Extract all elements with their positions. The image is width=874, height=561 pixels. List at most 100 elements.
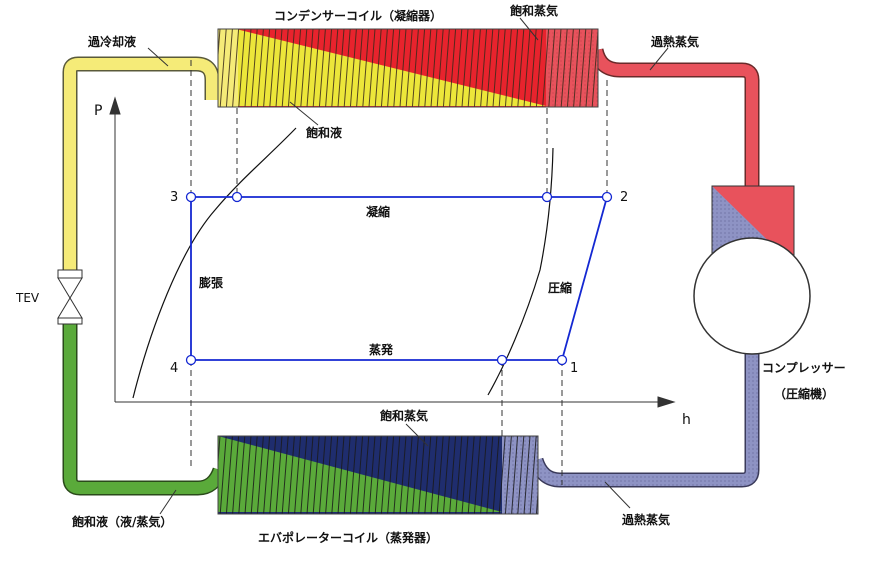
coil-winding (399, 29, 407, 107)
coil-winding (554, 29, 562, 107)
coil-winding (393, 29, 401, 107)
condenser-coil (217, 28, 599, 108)
state-point-sat-vapor (541, 191, 553, 203)
subcooled-liquid-label: 過冷却液 (87, 34, 136, 49)
coil-winding (343, 29, 351, 107)
compressor-sublabel: （圧縮機） (774, 386, 834, 401)
coil-winding (374, 436, 382, 514)
coil-winding (498, 436, 506, 514)
coil-winding (424, 436, 432, 514)
coil-winding (287, 29, 295, 107)
state-point-2 (601, 191, 613, 203)
coil-winding (449, 436, 457, 514)
coil-winding (244, 436, 252, 514)
coil-winding (411, 436, 419, 514)
coil-winding (263, 29, 271, 107)
coil-winding (405, 29, 413, 107)
coil-winding (256, 29, 264, 107)
evaporator-coil (217, 435, 539, 515)
evaporation-label: 蒸発 (369, 342, 394, 357)
coil-winding (405, 436, 413, 514)
state-points (185, 191, 613, 366)
coil-winding (430, 29, 438, 107)
superheated-top-label: 過熱蒸気 (650, 34, 699, 49)
evaporator-coil-label: エバポレーターコイル（蒸発器） (258, 530, 438, 545)
coil-winding (312, 436, 320, 514)
coil-winding (287, 436, 295, 514)
coil-winding (585, 29, 593, 107)
coil-winding (219, 436, 227, 514)
refrigeration-cycle (190, 196, 609, 361)
coil-winding (349, 436, 357, 514)
coil-winding (473, 436, 481, 514)
state-point-sat-liquid (231, 191, 243, 203)
coil-winding (269, 436, 277, 514)
coil-winding (238, 436, 246, 514)
coil-winding (380, 29, 388, 107)
coil-winding (275, 29, 283, 107)
coil-winding (387, 29, 395, 107)
state-point-1 (556, 354, 568, 366)
leader-lines (147, 17, 669, 515)
coil-winding (511, 29, 519, 107)
coil-winding (473, 29, 481, 107)
coil-winding (281, 29, 289, 107)
coil-winding (517, 436, 525, 514)
coil-winding (455, 29, 463, 107)
coil-winding (218, 29, 221, 62)
compression-label: 圧縮 (548, 280, 572, 295)
point-2-label: 2 (620, 190, 628, 205)
coil-winding (548, 29, 556, 107)
coil-winding (442, 29, 450, 107)
coil-winding (523, 29, 531, 107)
point-4-label: 4 (170, 361, 178, 376)
coil-winding (300, 436, 308, 514)
coil-winding (411, 29, 419, 107)
coil-winding (492, 436, 500, 514)
coil-winding (356, 29, 364, 107)
coil-winding (269, 29, 277, 107)
coil-winding (442, 436, 450, 514)
coil-winding (281, 436, 289, 514)
state-point-4 (185, 354, 197, 366)
coil-winding (436, 29, 444, 107)
compressor (693, 185, 811, 355)
coil-winding (523, 436, 531, 514)
point-1-label: 1 (570, 361, 578, 376)
coil-winding (535, 486, 538, 514)
coil-winding (306, 436, 314, 514)
sat-vapor-bottom-label: 飽和蒸気 (379, 408, 428, 423)
coil-winding (356, 436, 364, 514)
coil-winding (424, 29, 432, 107)
coil-winding (325, 436, 333, 514)
coil-winding (573, 29, 581, 107)
coil-winding (380, 436, 388, 514)
coil-winding (504, 29, 512, 107)
coil-winding (504, 436, 512, 514)
coil-winding (232, 436, 240, 514)
saturated-liquid-curve (132, 127, 297, 399)
coil-winding (300, 29, 308, 107)
coil-winding (560, 29, 568, 107)
coil-winding (362, 29, 370, 107)
coil-winding (349, 29, 357, 107)
coil-winding (399, 436, 407, 514)
coil-winding (430, 436, 438, 514)
coil-winding (455, 436, 463, 514)
tev-label: TEV (15, 291, 40, 305)
state-point-evap-sat (496, 354, 508, 366)
sat-vapor-top-label: 飽和蒸気 (509, 3, 558, 18)
superheated-bottom-label: 過熱蒸気 (621, 512, 670, 527)
coil-winding (486, 436, 494, 514)
coil-winding (250, 29, 258, 107)
superheated-suction-pipe (528, 340, 760, 488)
expanded-liquid-pipe (62, 318, 228, 496)
coil-winding (225, 29, 233, 107)
coil-winding (232, 29, 240, 107)
coil-winding (331, 29, 339, 107)
ph-axes (109, 96, 676, 408)
expansion-label: 膨張 (198, 275, 224, 290)
coil-winding (337, 29, 345, 107)
coil-winding (219, 29, 227, 107)
